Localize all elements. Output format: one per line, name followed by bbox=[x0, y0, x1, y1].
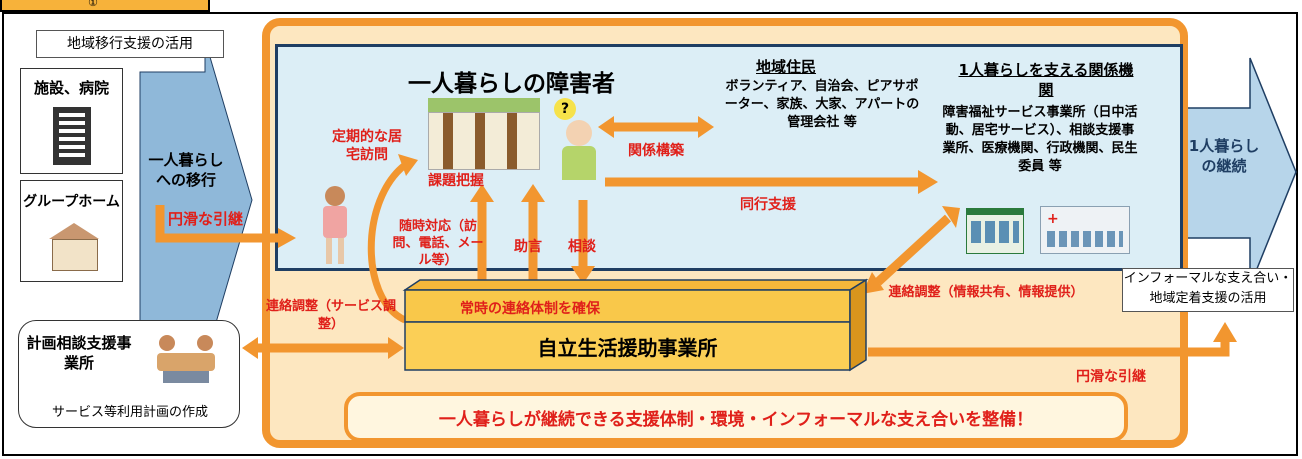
plan-office-box: 計画相談支援事業所 サービス等利用計画の作成 bbox=[18, 320, 240, 428]
bottom-banner: 一人暮らしが継続できる支援体制・環境・インフォーマルな支え合いを整備！ bbox=[344, 392, 1128, 442]
apartment-icon bbox=[428, 98, 540, 170]
smooth-handover-right: 円滑な引継 bbox=[1076, 369, 1146, 385]
plan-caption: サービス等利用計画の作成 bbox=[51, 405, 208, 420]
building-icon bbox=[53, 107, 91, 165]
liaison-right-label: 連絡調整（情報共有、情報提供） bbox=[888, 285, 1084, 300]
continue-text: 1人暮らしの継続 bbox=[1188, 137, 1260, 175]
informal-support-text: インフォーマルな支え合い・地域定着支援の活用 bbox=[1123, 271, 1293, 306]
residents-body: ボランティア、自治会、ピアサポーター、家族、大家、アパートの管理会社 等 bbox=[724, 79, 920, 130]
advice-label: 助言 bbox=[514, 239, 542, 255]
office-building-icon bbox=[966, 208, 1024, 254]
person-question-icon: ? bbox=[552, 98, 600, 183]
regional-transition-text: 地域移行支援の活用 bbox=[67, 36, 193, 52]
hospital-icon: + bbox=[1040, 206, 1130, 254]
regular-visit-label: 定期的な居宅訪問 bbox=[332, 129, 402, 163]
relationship-label: 関係構築 bbox=[628, 143, 684, 159]
support-orgs-body: 障害福祉サービス事業所（日中活動、居宅サービス）、相談支援事業所、医療機関、行政… bbox=[942, 105, 1138, 174]
meeting-icon bbox=[153, 331, 219, 385]
visit-curve-arrow bbox=[367, 162, 408, 324]
residents-title: 地域住民 bbox=[756, 58, 817, 76]
handover-left-arrow bbox=[155, 205, 280, 243]
always-contact-label: 常時の連絡体制を確保 bbox=[460, 301, 600, 317]
center-office-label: 自立生活援助事業所 bbox=[537, 336, 718, 360]
support-orgs-title: 1人暮らしを支える関係機関 bbox=[958, 61, 1134, 99]
office-box-top bbox=[402, 279, 869, 291]
task-grasp-label: 課題把握 bbox=[428, 173, 484, 189]
regional-transition-callout: 地域移行支援の活用 bbox=[36, 30, 224, 58]
header-tab-number: ① bbox=[88, 0, 98, 9]
accompany-label: 同行支援 bbox=[740, 197, 796, 213]
facility-label: 施設、病院 bbox=[33, 79, 109, 97]
liaison-left-label: 連絡調整（サービス調整） bbox=[266, 299, 397, 332]
plan-office-label: 計画相談支援事業所 bbox=[26, 334, 132, 372]
main-title: 一人暮らしの障害者 bbox=[408, 71, 615, 97]
community-life-area bbox=[275, 44, 1183, 271]
transition-text: 一人暮らしへの移行 bbox=[148, 151, 224, 189]
bottom-banner-text: 一人暮らしが継続できる支援体制・環境・インフォーマルな支え合いを整備！ bbox=[438, 409, 1034, 430]
handover-right-arrow bbox=[868, 340, 1230, 357]
on-demand-label: 随時対応（訪問、電話、メール等） bbox=[392, 219, 484, 268]
office-box-side bbox=[849, 278, 867, 372]
house-icon bbox=[49, 223, 99, 271]
informal-support-callout: インフォーマルな支え合い・地域定着支援の活用 bbox=[1122, 268, 1294, 312]
grouphome-label: グループホーム bbox=[23, 194, 120, 210]
facility-box: 施設、病院 bbox=[20, 68, 123, 174]
office-box-front bbox=[404, 289, 851, 323]
smooth-handover-left: 円滑な引継 bbox=[168, 210, 244, 228]
liaison-right-arrow bbox=[874, 214, 952, 286]
header-tab: ① bbox=[0, 0, 210, 12]
visitor-icon bbox=[318, 186, 352, 268]
grouphome-box: グループホーム bbox=[20, 180, 123, 282]
consult-label: 相談 bbox=[568, 239, 596, 255]
